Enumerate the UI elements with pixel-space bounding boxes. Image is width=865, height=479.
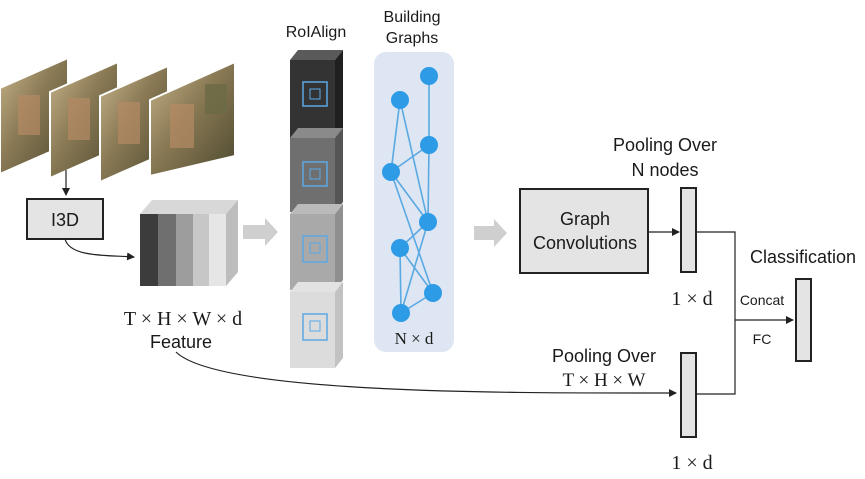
i3d-label: I3D [51, 210, 79, 230]
feature-volume-icon [140, 200, 238, 286]
graph-conv-label-line2: Convolutions [533, 233, 637, 253]
pool-nodes-label-line2: N nodes [631, 160, 698, 180]
pool-st-label-line2: T × H × W [562, 370, 645, 391]
graph-node [420, 67, 438, 85]
roi-feature-icon [290, 50, 343, 138]
graph-node [391, 91, 409, 109]
graph-node [419, 213, 437, 231]
vec-top-label: 1 × d [671, 288, 712, 310]
classification-label: Classification [750, 247, 856, 267]
roialign-title: RoIAlign [286, 24, 346, 41]
video-frame [149, 60, 236, 178]
top-vector-connector [696, 231, 736, 320]
feature-word-label: Feature [150, 332, 212, 352]
feature-dims-label: T × H × W × d [124, 308, 242, 330]
feature-to-roialign-arrow [243, 218, 278, 246]
graph-convolutions-box [519, 188, 649, 274]
global-feature-vector [680, 352, 697, 438]
i3d-box [26, 198, 104, 240]
graph-node [424, 284, 442, 302]
graph-node [391, 239, 409, 257]
building-graphs-title-line1: Building [384, 9, 441, 26]
graph-to-conv-arrow [474, 219, 507, 247]
graph-feature-vector [680, 187, 697, 273]
i3d-to-feature-arrow [64, 238, 135, 261]
graph-node [382, 163, 400, 181]
bottom-vector-connector [696, 320, 736, 395]
pool-nodes-label-line1: Pooling Over [613, 135, 717, 155]
roi-feature-icon [290, 128, 343, 212]
roi-feature-icon [290, 282, 343, 368]
feature-to-spatial-pool-arrow [175, 351, 677, 398]
concat-label: Concat [740, 292, 784, 308]
pool-st-label-line1: Pooling Over [552, 346, 656, 366]
roi-features-stack [290, 50, 343, 368]
graph-node [420, 136, 438, 154]
graph-nodes-dims-label: N × d [395, 329, 434, 348]
video-frames-icon [0, 56, 236, 184]
roi-feature-icon [290, 204, 343, 290]
vec-bottom-label: 1 × d [671, 452, 712, 474]
graph-node [392, 304, 410, 322]
building-graphs-title-line2: Graphs [386, 30, 438, 47]
fc-label: FC [753, 331, 772, 347]
classification-vector [795, 278, 812, 362]
graph-nodes [382, 67, 442, 322]
graph-conv-label-line1: Graph [560, 209, 610, 229]
